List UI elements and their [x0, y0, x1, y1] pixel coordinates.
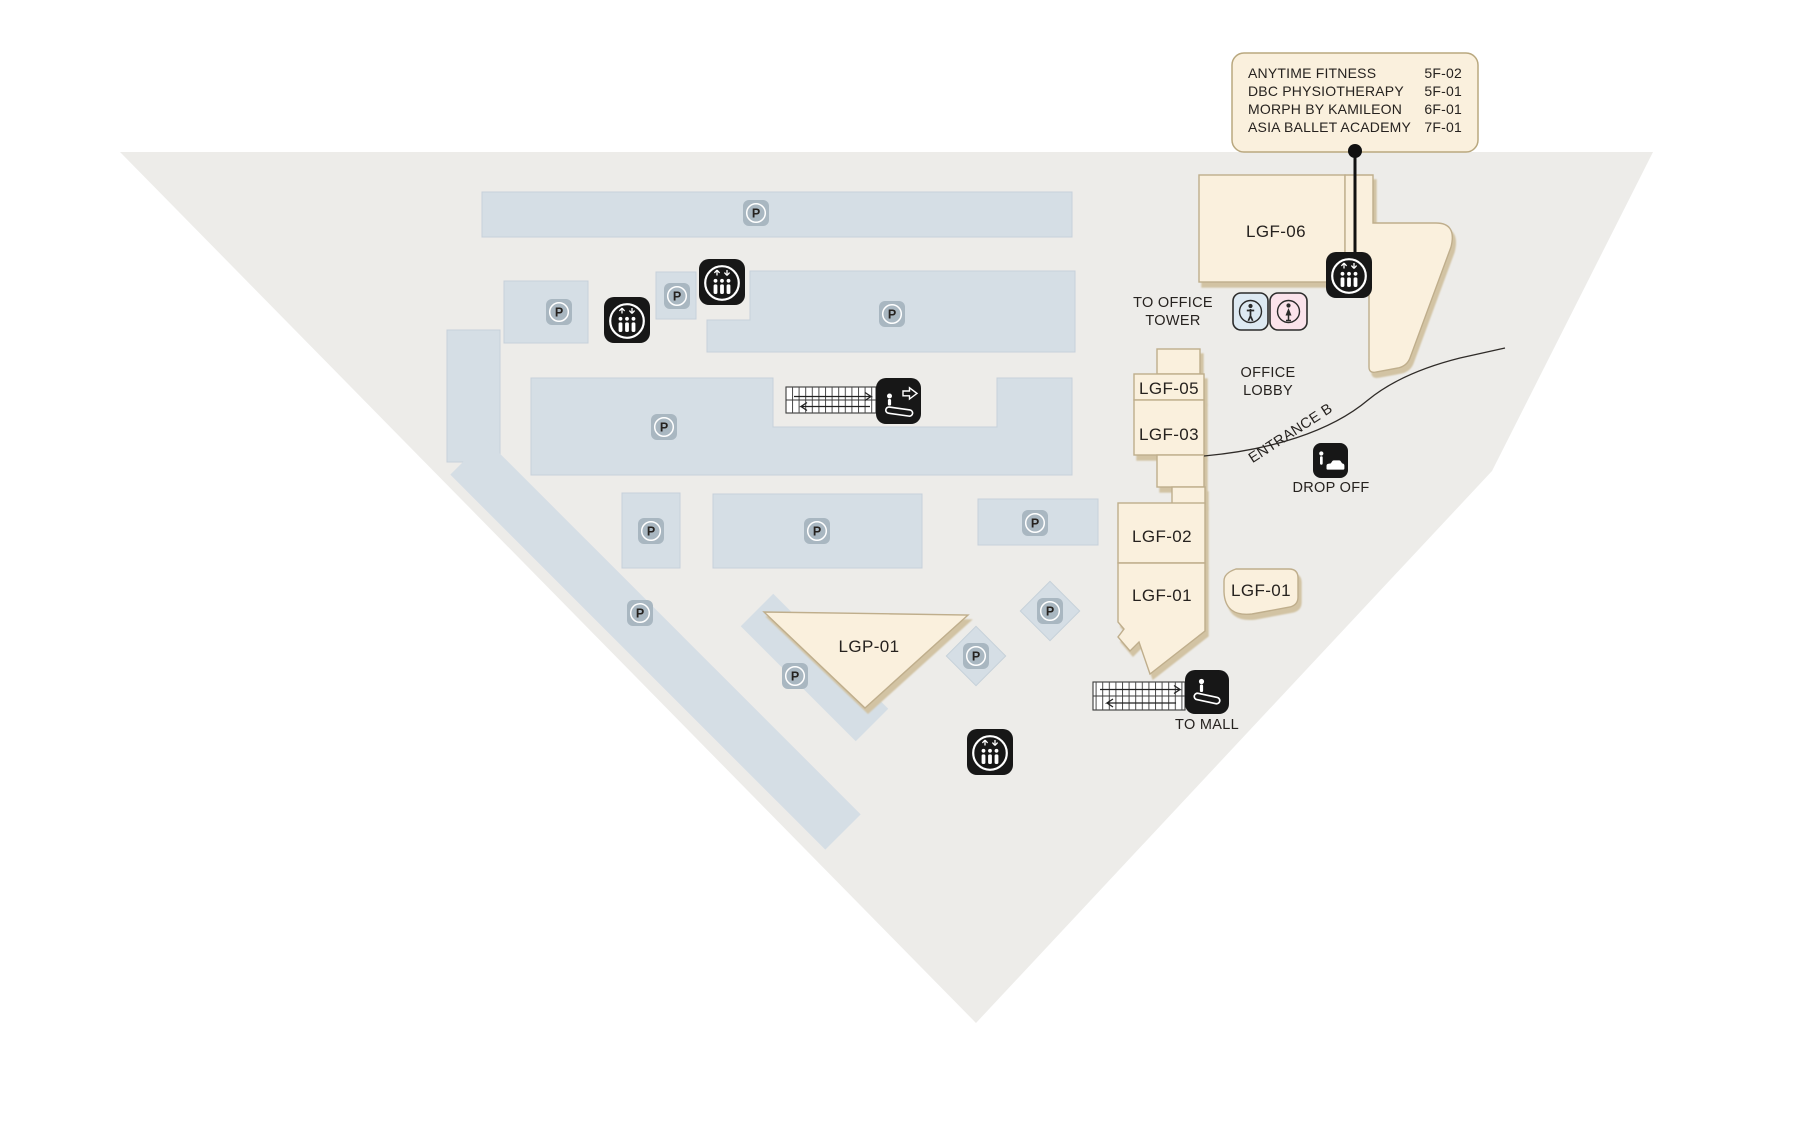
- elevator-icon[interactable]: [967, 729, 1013, 775]
- elevator-icon-office-tower[interactable]: [1326, 252, 1372, 298]
- unit-label-lgf01: LGF-01: [1132, 586, 1192, 605]
- unit-column: [1117, 348, 1206, 676]
- tenant-unit: 5F-01: [1424, 83, 1462, 99]
- parking-icon: [546, 299, 572, 325]
- office-lobby-corridor[interactable]: [1344, 174, 1454, 373]
- escalator-icon[interactable]: [876, 378, 921, 424]
- arrow-right: [1100, 684, 1183, 695]
- female-restroom-icon[interactable]: [1269, 292, 1308, 331]
- escalator-walkway: [785, 378, 921, 424]
- directory-popup: ANYTIME FITNESS 5F-02 DBC PHYSIOTHERAPY …: [1231, 52, 1479, 158]
- drop-off-icon[interactable]: [1313, 443, 1348, 478]
- male-restroom-icon[interactable]: [1232, 292, 1269, 331]
- unit-label-lgf03: LGF-03: [1139, 425, 1199, 444]
- parking-icon: [879, 301, 905, 327]
- unit-lgf-01[interactable]: [1117, 562, 1206, 676]
- unit-lgp-01[interactable]: [762, 611, 970, 709]
- unit-label-lgp01: LGP-01: [839, 637, 900, 656]
- office-lobby-label-1: OFFICE: [1241, 365, 1296, 381]
- parking-zone: [481, 191, 1073, 238]
- unit-lgf-01b[interactable]: [1223, 568, 1299, 616]
- parking-icon: [1022, 510, 1048, 536]
- parking-aisle: [450, 439, 861, 850]
- parking-icon: [743, 200, 769, 226]
- unit-lgf-05[interactable]: [1133, 373, 1205, 401]
- unit-label-lgf01b: LGF-01: [1231, 581, 1291, 600]
- unit-label-lgf06: LGF-06: [1246, 222, 1306, 241]
- tenant-name: ANYTIME FITNESS: [1248, 65, 1376, 81]
- entrance-b-path: [1203, 347, 1506, 457]
- buildings: [762, 174, 1454, 709]
- arrow-left: [798, 401, 870, 412]
- tenant-name: MORPH BY KAMILEON: [1248, 101, 1402, 117]
- to-office-tower-label-1: TO OFFICE: [1133, 295, 1213, 311]
- parking-zone: [530, 377, 1073, 476]
- parking-icon: [963, 643, 989, 669]
- to-mall-walkway: [1092, 670, 1229, 714]
- unit-column-tail: [1156, 454, 1205, 488]
- drop-off-label: DROP OFF: [1292, 480, 1369, 496]
- unit-lgf-06[interactable]: [1198, 174, 1346, 283]
- parking-zone: [446, 329, 501, 463]
- unit-lgf-02[interactable]: [1117, 502, 1206, 564]
- parking-icon: [638, 518, 664, 544]
- unit-label-lgf05: LGF-05: [1139, 379, 1199, 398]
- callout-anchor-dot: [1348, 144, 1362, 158]
- parking-icon: [782, 663, 808, 689]
- to-mall-label: TO MALL: [1175, 717, 1239, 733]
- escalator-to-mall-icon[interactable]: [1185, 670, 1229, 714]
- parking-icon: [664, 283, 690, 309]
- tenant-name: ASIA BALLET ACADEMY: [1248, 119, 1412, 135]
- parking-icon: [1037, 598, 1063, 624]
- arrow-right: [794, 391, 874, 402]
- unit-column-tail: [1171, 486, 1206, 505]
- parking-icon: [627, 600, 653, 626]
- office-lobby-label-2: LOBBY: [1243, 383, 1293, 399]
- unit-column-tail: [1156, 348, 1201, 375]
- to-office-tower-label-2: TOWER: [1145, 313, 1200, 329]
- arrow-left: [1104, 698, 1176, 708]
- elevator-icon[interactable]: [604, 297, 650, 343]
- arrow-glyph: [902, 386, 919, 401]
- tenant-unit: 5F-02: [1424, 65, 1462, 81]
- elevator-icon[interactable]: [699, 259, 745, 305]
- parking-aisle: [740, 593, 889, 742]
- parking-icon: [804, 518, 830, 544]
- tenant-unit: 6F-01: [1424, 101, 1462, 117]
- tenant-name: DBC PHYSIOTHERAPY: [1248, 83, 1404, 99]
- unit-label-lgf02: LGF-02: [1132, 527, 1192, 546]
- tenant-unit: 7F-01: [1424, 119, 1462, 135]
- floor-area: [120, 152, 1653, 1023]
- parking-icon: [651, 414, 677, 440]
- unit-lgf-03[interactable]: [1133, 399, 1205, 456]
